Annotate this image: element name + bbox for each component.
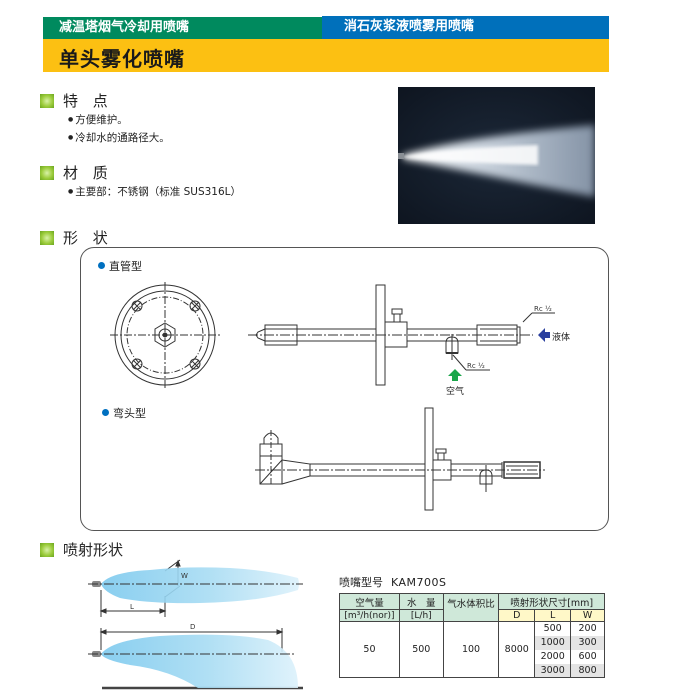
section-square-icon — [40, 230, 54, 245]
bullet-dot-icon — [98, 262, 105, 269]
material-item: 主要部：不锈钢（标准 SUS316L） — [68, 184, 241, 199]
header-spray-dims: 喷射形状尺寸[mm] — [498, 593, 605, 610]
category-header: 减温塔烟气冷却用喷嘴 消石灰浆液喷雾用喷嘴 — [43, 16, 609, 39]
header-d: D — [498, 609, 536, 622]
cell-w: 200 — [570, 621, 605, 636]
section-square-icon — [40, 165, 54, 180]
elbow-type-label: 弯头型 — [102, 405, 146, 421]
rc-air-label: Rc ½ — [467, 362, 485, 370]
header-water-flow: 水 量 — [398, 593, 444, 610]
shape-drawing-panel — [80, 247, 609, 531]
model-line: 喷嘴型号 KAM700S — [339, 574, 447, 590]
cell-l: 500 — [534, 621, 572, 636]
cell-air-flow: 50 — [339, 621, 400, 678]
liquid-label: 液体 — [552, 333, 571, 343]
elbow-type-text: 弯头型 — [113, 407, 146, 420]
section-shape: 形 状 — [40, 227, 113, 248]
feature-item: 冷却水的通路径大。 — [68, 130, 170, 145]
model-label: 喷嘴型号 — [339, 576, 383, 589]
section-square-icon — [40, 93, 54, 108]
cell-d: 8000 — [498, 621, 536, 678]
section-material: 材 质 — [40, 162, 113, 183]
header-l: L — [534, 609, 572, 622]
cell-l: 1000 — [534, 635, 572, 650]
section-features: 特 点 — [40, 90, 113, 111]
cell-l: 2000 — [534, 649, 572, 664]
header-w: W — [570, 609, 605, 622]
dim-d-label: D — [190, 623, 196, 631]
header-water-flow-unit: [L/h] — [398, 609, 444, 622]
dim-w-label: W — [181, 572, 188, 580]
straight-type-label: 直管型 — [98, 258, 142, 274]
straight-type-text: 直管型 — [109, 260, 142, 273]
section-title: 材 质 — [63, 164, 113, 182]
header-air-flow-unit: [m³/h(nor)] — [339, 609, 400, 622]
cell-water-flow: 500 — [398, 621, 444, 678]
feature-item: 方便维护。 — [68, 112, 128, 127]
cell-w: 800 — [570, 663, 605, 678]
rc-liquid-label: Rc ½ — [534, 305, 552, 313]
spray-mist-image — [398, 87, 595, 224]
product-title: 单头雾化喷嘴 — [59, 47, 185, 71]
spray-photo — [398, 87, 595, 224]
bullet-dot-icon — [102, 409, 109, 416]
air-label: 空气 — [446, 387, 465, 397]
dim-l-label: L — [130, 603, 134, 611]
cell-w: 600 — [570, 649, 605, 664]
section-square-icon — [40, 542, 54, 557]
section-spray-shape: 喷射形状 — [40, 539, 123, 560]
product-title-band: 单头雾化喷嘴 — [43, 39, 609, 72]
cell-w: 300 — [570, 635, 605, 650]
header-air-flow: 空气量 — [339, 593, 400, 610]
spec-table: 空气量 水 量 气水体积比 喷射形状尺寸[mm] [m³/h(nor)] [L/… — [339, 593, 605, 678]
category-cooling-nozzle: 减温塔烟气冷却用喷嘴 — [43, 17, 322, 39]
spray-shape-diagram — [88, 559, 303, 690]
section-title: 特 点 — [63, 92, 113, 110]
header-ratio: 气水体积比 — [442, 593, 500, 622]
section-title: 形 状 — [63, 229, 113, 247]
cell-ratio: 100 — [442, 621, 500, 678]
section-title: 喷射形状 — [63, 541, 124, 559]
category-lime-slurry-nozzle: 消石灰浆液喷雾用喷嘴 — [322, 16, 609, 39]
model-value: KAM700S — [391, 576, 447, 589]
cell-l: 3000 — [534, 663, 572, 678]
